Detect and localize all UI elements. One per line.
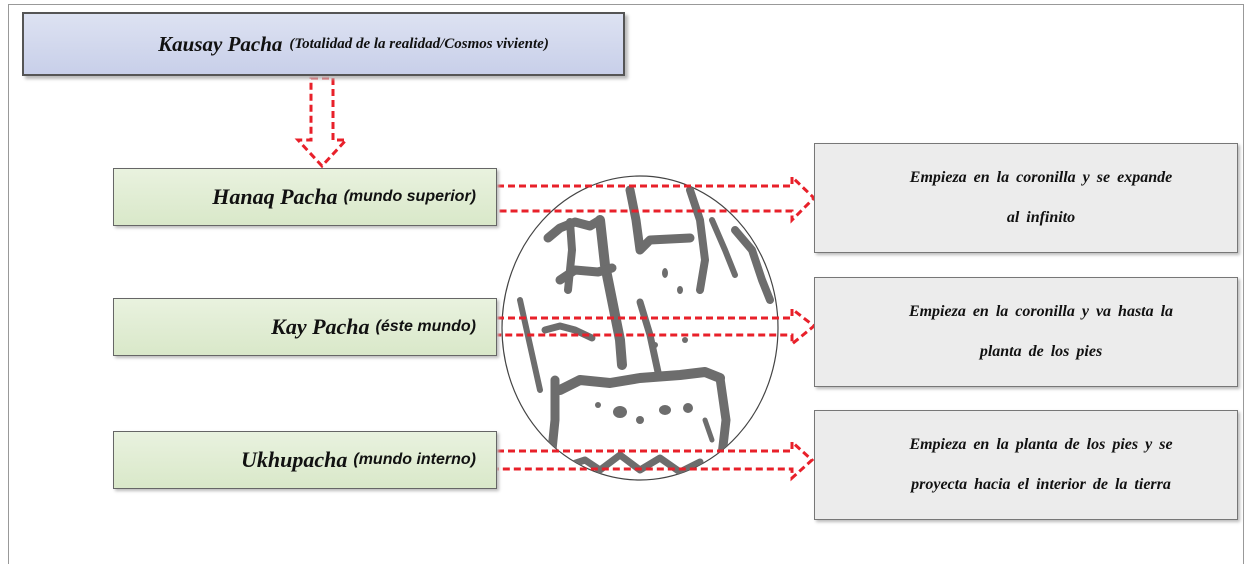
kausay-pacha-subtitle: (Totalidad de la realidad/Cosmos vivient… [289,35,549,52]
diagram-frame [8,4,1244,564]
right-arrow-icon [497,438,815,482]
description-line: Empieza en la planta de los pies y se [909,436,1173,453]
hanaq-pacha-description-box: Empieza en la coronilla y se expande al … [814,143,1238,253]
kay-pacha-description-box: Empieza en la coronilla y va hasta la pl… [814,277,1238,387]
description-line: Empieza en la coronilla y se expande [909,169,1173,186]
ukhupacha-qualifier: (mundo interno) [353,451,476,468]
kausay-pacha-title: Kausay Pacha [158,31,283,56]
kay-pacha-box: Kay Pacha (éste mundo) [113,298,497,356]
kay-pacha-qualifier: (éste mundo) [375,318,476,335]
description-line: Empieza en la coronilla y va hasta la [908,303,1174,320]
ukhupacha-box: Ukhupacha (mundo interno) [113,431,497,489]
hanaq-pacha-title: Hanaq Pacha [212,184,338,209]
diagram-graphics [294,76,817,482]
kausay-pacha-box: Kausay Pacha (Totalidad de la realidad/C… [22,12,625,76]
kay-pacha-title: Kay Pacha [271,314,370,339]
hanaq-pacha-qualifier: (mundo superior) [343,188,476,205]
description-line: planta de los pies [979,343,1103,360]
ukhupacha-description-box: Empieza en la planta de los pies y se pr… [814,410,1238,520]
ukhupacha-title: Ukhupacha [241,447,348,472]
hanaq-pacha-box: Hanaq Pacha (mundo superior) [113,168,497,226]
down-arrow-icon [294,76,350,169]
description-line: proyecta hacia el interior de la tierra [911,476,1171,493]
petroglyph-image [501,175,779,481]
description-line: al infinito [1006,209,1076,226]
